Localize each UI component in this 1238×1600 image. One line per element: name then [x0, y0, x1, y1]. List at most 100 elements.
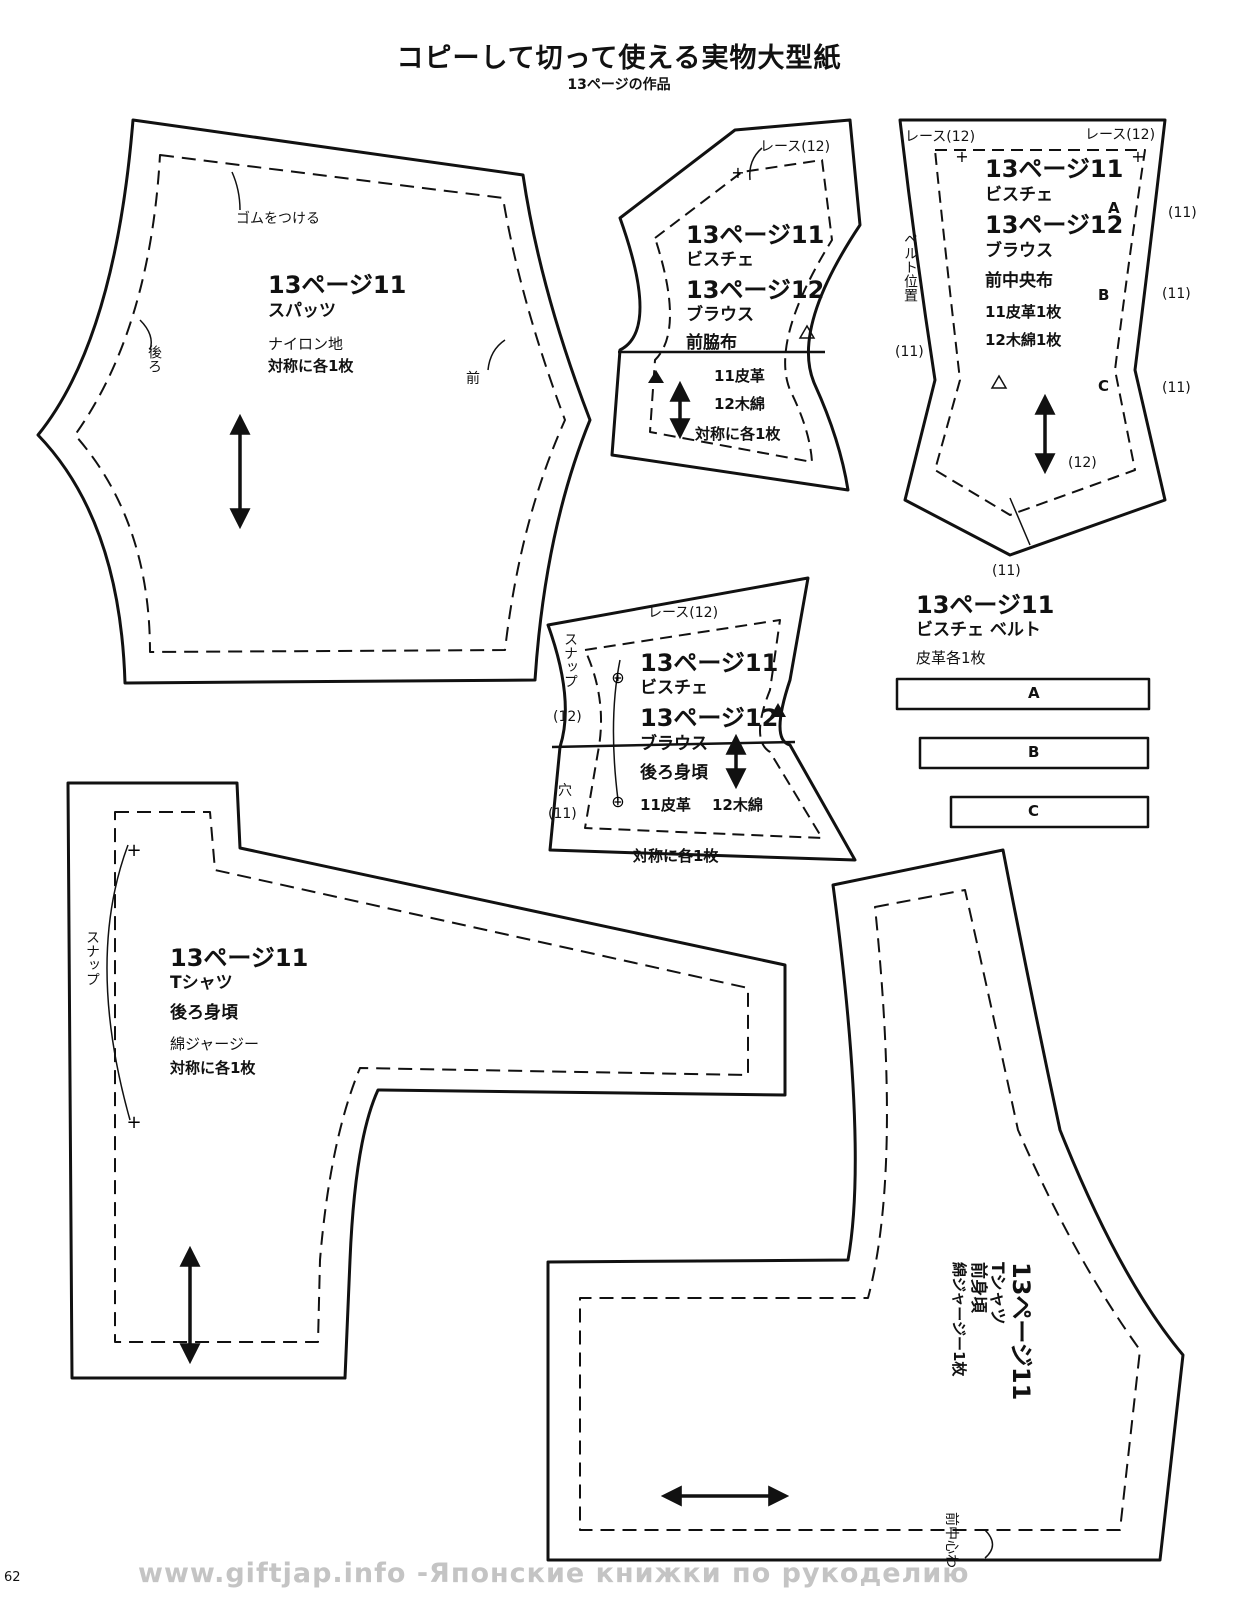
center-front-ref2: 13ページ12 [985, 211, 1124, 239]
center-front-name1: ビスチェ [985, 185, 1053, 205]
tshirt-front-fabric: 綿ジャージー1枚 [950, 1262, 969, 1377]
triangle-mark [648, 370, 664, 383]
side-front-cut: 対称に各1枚 [695, 425, 781, 443]
back-bodice-name2: ブラウス [640, 734, 708, 754]
center-front-name2: ブラウス [985, 241, 1053, 261]
leader-line [139, 319, 152, 351]
leader-line [612, 659, 621, 801]
back-bodice-outline [546, 576, 857, 862]
belt-strip-a [895, 677, 1151, 711]
side-front-part: 前脇布 [686, 333, 737, 353]
side-front-fabric1: 11皮革 [714, 367, 765, 385]
back-bodice-name1: ビスチェ [640, 678, 708, 698]
tshirt-back-fabric: 綿ジャージー [170, 1035, 259, 1053]
center-front-mark-b: B [1098, 286, 1110, 304]
spats-page-ref: 13ページ11 [268, 271, 407, 299]
center-front-m11-bottom: (11) [992, 563, 1021, 579]
leader-line [984, 1529, 994, 1559]
center-front-m11-b: (11) [1162, 286, 1191, 302]
back-bodice-ref2: 13ページ12 [640, 704, 779, 732]
cross-mark: + [731, 163, 744, 182]
cross-mark: + [126, 1112, 141, 1133]
tshirt-front-part: 前身頃 [967, 1262, 988, 1313]
tshirt-front-name: Tシャツ [987, 1262, 1008, 1325]
page-subtitle: 13ページの作品 [567, 77, 671, 93]
cross-mark: + [126, 840, 141, 861]
triangle-mark [770, 703, 786, 717]
triangle-mark-outline [990, 374, 1008, 389]
spats-outline [36, 118, 592, 685]
page-number: 62 [4, 1570, 21, 1585]
back-bodice-snap: スナップ [562, 632, 578, 688]
side-front-lace: レース(12) [760, 139, 831, 155]
center-front-lace-left: レース(12) [905, 129, 976, 145]
cross-mark: + [1131, 147, 1144, 166]
back-bodice-part: 後ろ身頃 [640, 763, 708, 783]
side-front-name1: ビスチェ [686, 250, 754, 270]
side-front-name2: ブラウス [686, 305, 754, 325]
cross-mark: ⊕ [611, 668, 624, 687]
back-bodice-cut: 対称に各1枚 [633, 847, 719, 865]
side-front-ref2: 13ページ12 [686, 276, 825, 304]
back-bodice-fabric1: 11皮革 [640, 796, 691, 814]
back-bodice-seam [584, 619, 823, 839]
center-front-part: 前中央布 [985, 271, 1053, 291]
belt-strip-b-label: B [1028, 743, 1040, 761]
spats-cut: 対称に各1枚 [268, 357, 354, 375]
belt-name: ビスチェ ベルト [916, 620, 1041, 640]
cross-mark: + [955, 147, 968, 166]
side-front-outline [610, 118, 862, 492]
back-bodice-hole-num: (11) [548, 806, 577, 822]
tshirt-front-outline [546, 848, 1185, 1562]
spats-back-note: 後ろ [146, 345, 162, 373]
center-front-seam [934, 149, 1146, 516]
back-bodice-snap-num: (12) [553, 709, 582, 725]
side-front-seam [649, 159, 833, 463]
center-front-fabric1: 11皮革1枚 [985, 303, 1062, 321]
center-front-belt-pos: ベルト位置 [902, 232, 918, 302]
tshirt-front-ref: 13ページ11 [1007, 1262, 1035, 1401]
center-front-fabric2: 12木綿1枚 [985, 331, 1062, 349]
center-front-mark-c: C [1098, 377, 1110, 395]
leader-line [106, 844, 131, 1121]
spats-seam [74, 154, 566, 653]
tshirt-back-seam [114, 811, 749, 1343]
center-front-m11-c: (11) [1162, 380, 1191, 396]
tshirt-front-seam [579, 889, 1141, 1531]
center-front-m12-bottom: (12) [1068, 455, 1097, 471]
spats-front-note: 前 [466, 371, 480, 387]
tshirt-back-cut: 対称に各1枚 [170, 1059, 256, 1077]
back-bodice-hole: 穴 [558, 783, 572, 799]
belt-strip-a-label: A [1028, 684, 1040, 702]
leader-line [231, 171, 241, 211]
back-bodice-fabric2: 12木綿 [712, 796, 763, 814]
spats-elastic-note: ゴムをつける [236, 211, 320, 227]
center-front-m11-a: (11) [1168, 205, 1197, 221]
leader-line [1009, 497, 1031, 546]
side-front-fabric2: 12木綿 [714, 395, 765, 413]
leader-line [487, 339, 506, 371]
tshirt-back-outline [66, 781, 787, 1380]
center-front-outline [898, 118, 1167, 557]
center-front-lace-right: レース(12) [1085, 127, 1156, 143]
spats-fabric: ナイロン地 [268, 335, 344, 353]
leader-line [749, 147, 763, 181]
back-bodice-lace: レース(12) [648, 605, 719, 621]
belt-ref: 13ページ11 [916, 591, 1055, 619]
center-front-m11-left: (11) [895, 344, 924, 360]
tshirt-back-ref: 13ページ11 [170, 944, 309, 972]
page-title: コピーして切って使える実物大型紙 [396, 43, 842, 74]
center-front-ref1: 13ページ11 [985, 155, 1124, 183]
belt-strip-b [918, 736, 1150, 770]
back-bodice-fold [551, 740, 796, 749]
watermark: www.giftjap.info -Японские книжки по рук… [138, 1558, 970, 1589]
tshirt-back-name: Tシャツ [170, 973, 233, 993]
tshirt-back-snap: スナップ [84, 930, 100, 986]
back-bodice-ref1: 13ページ11 [640, 649, 779, 677]
tshirt-back-part: 後ろ身頃 [170, 1003, 238, 1023]
side-front-ref1: 13ページ11 [686, 221, 825, 249]
belt-strip-c [949, 795, 1150, 829]
belt-strip-c-label: C [1028, 802, 1040, 820]
tshirt-front-label-group: 13ページ11 Tシャツ 前身頃 綿ジャージー1枚 [950, 1262, 1035, 1401]
